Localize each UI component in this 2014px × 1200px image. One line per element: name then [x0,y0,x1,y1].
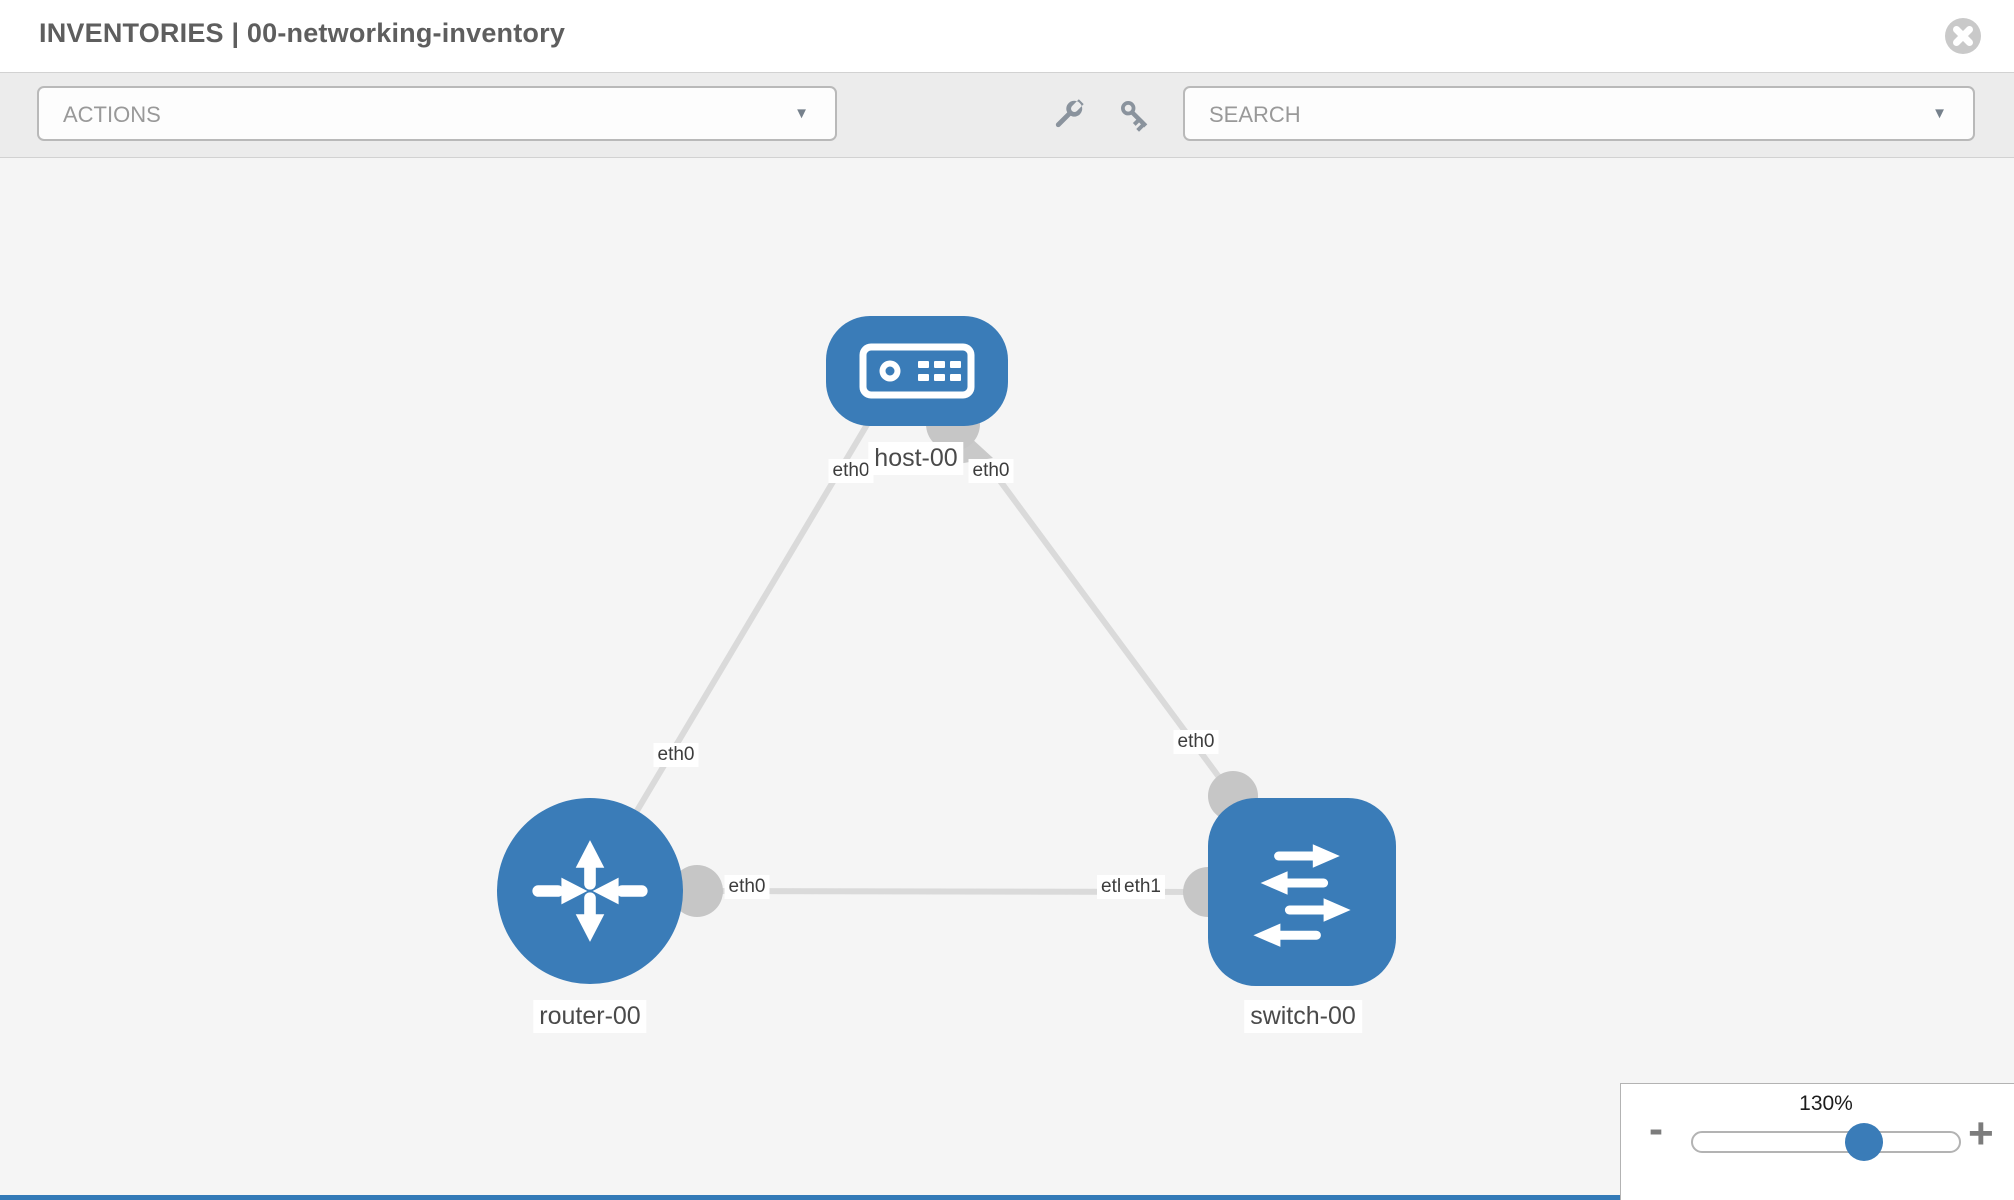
switch-icon [1253,844,1351,947]
zoom-in-button[interactable]: + [1968,1109,1994,1158]
chevron-down-icon: ▼ [1932,105,1947,122]
host-icon [859,343,975,399]
key-icon [1121,101,1148,132]
interface-label-host-right: eth0 [968,459,1014,483]
node-label-router: router-00 [533,1000,647,1033]
node-switch-00[interactable] [1208,798,1396,986]
zoom-slider-thumb[interactable] [1845,1123,1883,1161]
page-title: INVENTORIES | 00-networking-inventory [39,18,566,48]
credentials-button[interactable] [1117,97,1153,133]
actions-dropdown-label: ACTIONS [63,102,161,127]
actions-dropdown[interactable]: ACTIONS ▼ [37,86,837,141]
chevron-down-icon: ▼ [794,105,809,122]
toolbar: ACTIONS ▼ SEARCH ▼ [0,73,2014,158]
header: INVENTORIES | 00-networking-inventory [0,0,2014,73]
node-router-00[interactable] [497,798,683,984]
close-icon [1945,18,1981,54]
search-dropdown[interactable]: SEARCH ▼ [1183,86,1975,141]
wrench-icon [1055,99,1084,128]
zoom-panel: 130% - + [1620,1083,2014,1200]
node-label-host: host-00 [868,442,964,475]
zoom-slider[interactable] [1691,1131,1961,1153]
interface-label-switch-left-eth1: eth1 [1120,875,1165,899]
configure-button[interactable] [1050,97,1086,133]
search-dropdown-label: SEARCH [1209,102,1301,127]
close-button[interactable] [1944,17,1982,55]
link-host-router [619,421,871,838]
viewport-accent-strip [0,1195,1622,1200]
zoom-level: 130% [1799,1092,1853,1115]
interface-label-router-right: eth0 [724,875,770,899]
interface-point-router-right [671,865,723,917]
interface-label-switch-top: eth0 [1173,730,1219,754]
topology-canvas[interactable]: host-00 router-00 switch-00 eth0 eth0 et… [0,158,2014,1200]
node-host-00[interactable] [826,316,1008,426]
node-label-switch: switch-00 [1244,1000,1362,1033]
topology-links-layer [619,397,1258,917]
interface-label-router-top: eth0 [653,743,699,767]
interface-label-host-left: eth0 [828,459,874,483]
zoom-out-button[interactable]: - [1649,1105,1663,1152]
router-icon [532,840,648,942]
